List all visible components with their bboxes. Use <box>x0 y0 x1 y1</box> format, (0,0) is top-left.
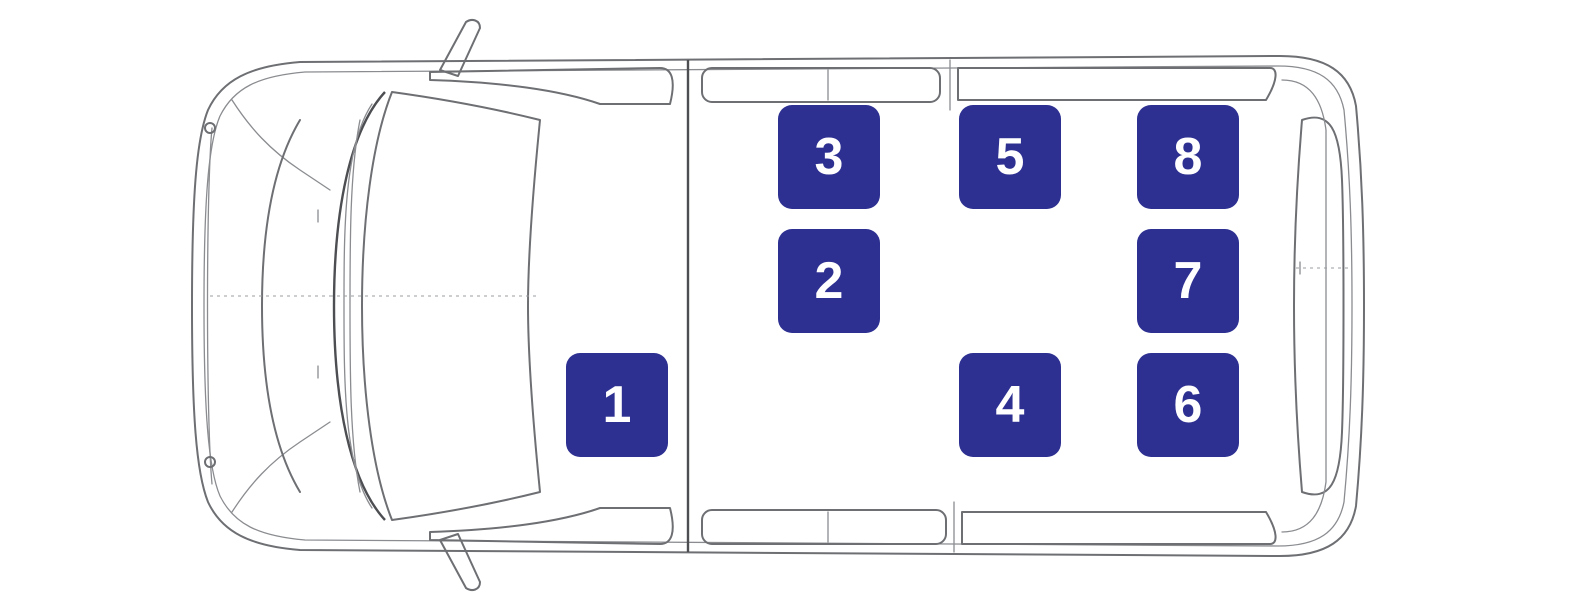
mirror-bottom <box>439 533 481 591</box>
seat-6-button[interactable]: 6 <box>1137 353 1239 457</box>
mirror-top <box>439 19 481 77</box>
side-window-top-1 <box>701 67 941 103</box>
front-window-bottom <box>429 507 674 545</box>
seat-3-button[interactable]: 3 <box>778 105 880 209</box>
front-window-top <box>429 67 674 105</box>
front-marker-bottom <box>204 456 216 468</box>
seat-4-button[interactable]: 4 <box>959 353 1061 457</box>
seat-5-button[interactable]: 5 <box>959 105 1061 209</box>
rear-door-frame <box>1281 79 1327 533</box>
hood-outline <box>261 119 301 493</box>
side-window-top-2 <box>957 67 1277 101</box>
headlight-bottom <box>231 421 331 513</box>
side-window-bottom-1 <box>701 509 947 545</box>
windshield-inner <box>349 119 361 493</box>
side-window-bottom-2 <box>961 511 1277 545</box>
van-body-outline <box>191 55 1365 557</box>
front-marker-top <box>204 122 216 134</box>
windshield-glass <box>343 103 373 509</box>
headlight-top <box>231 99 331 191</box>
seat-8-button[interactable]: 8 <box>1137 105 1239 209</box>
cab-roof <box>361 91 541 521</box>
rear-window <box>1293 116 1345 496</box>
front-bumper-line <box>206 127 213 485</box>
seat-2-button[interactable]: 2 <box>778 229 880 333</box>
seat-1-button[interactable]: 1 <box>566 353 668 457</box>
seat-7-button[interactable]: 7 <box>1137 229 1239 333</box>
windshield-frame <box>332 91 386 521</box>
